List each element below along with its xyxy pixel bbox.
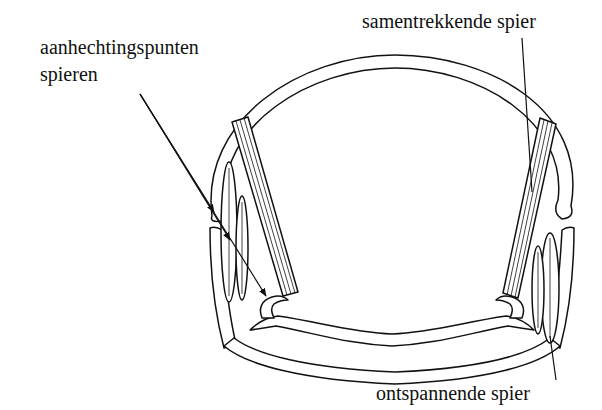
part-label: ontspannende spier <box>376 380 530 407</box>
muscle <box>236 196 248 300</box>
muscle <box>221 162 237 302</box>
muscle <box>532 246 544 334</box>
part-label: aanhechtingspunten spieren <box>40 34 210 88</box>
apophysis <box>496 296 524 318</box>
leader-lines <box>140 38 556 380</box>
apophysis <box>260 296 288 318</box>
sternal-band <box>250 316 534 346</box>
muscle <box>232 117 298 296</box>
part-label: samentrekkende spier <box>362 8 536 35</box>
muscle-fibres <box>229 118 552 338</box>
